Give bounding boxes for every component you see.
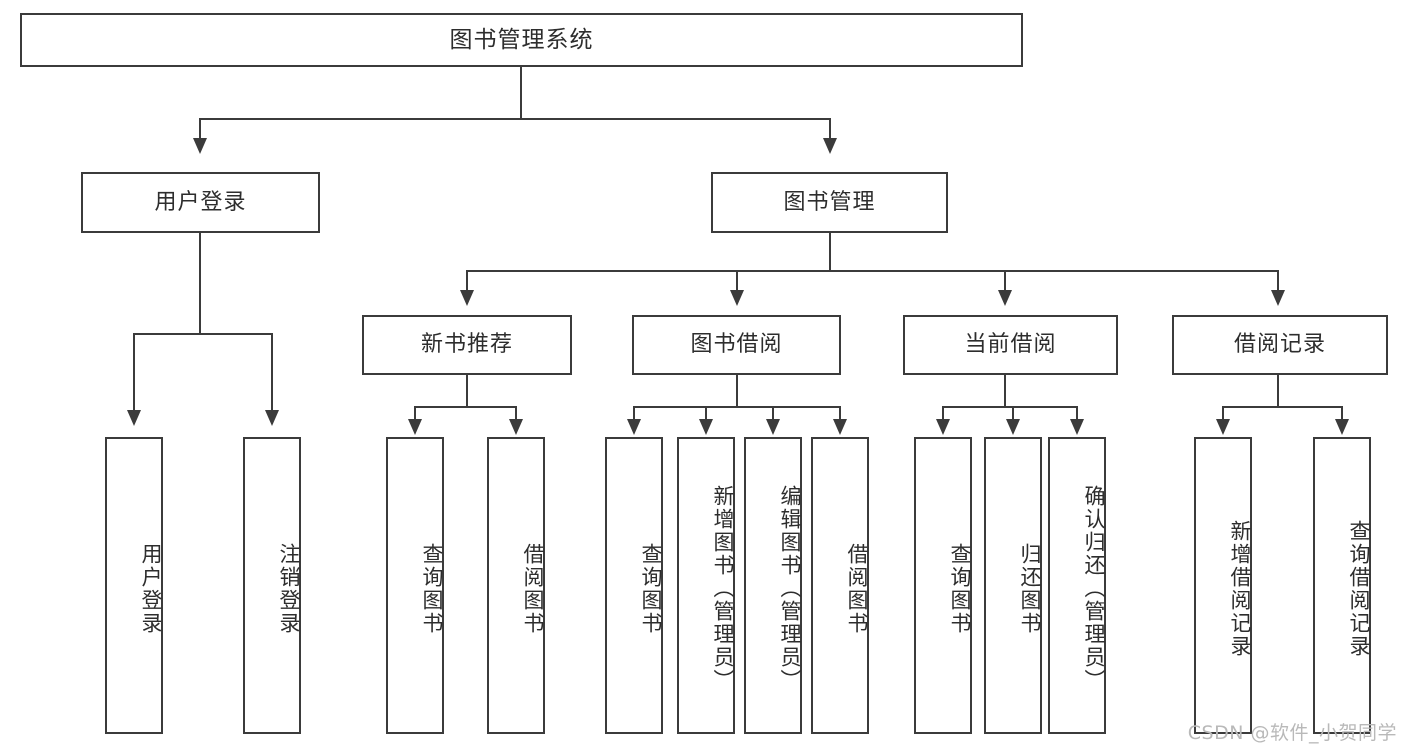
connector-user-login-bus: [134, 333, 272, 335]
node-new-book-recommend[interactable]: 新书推荐: [362, 315, 572, 375]
leaf-borrow-book-nbr[interactable]: 借阅图书: [487, 437, 545, 734]
node-label: 图书管理: [783, 189, 876, 215]
connector-cb-drop-2: [1012, 406, 1014, 420]
node-current-borrow[interactable]: 当前借阅: [903, 315, 1118, 375]
arrowhead-leaf-bb-2: [699, 419, 713, 435]
connector-bb-bus: [634, 406, 841, 408]
connector-bb-stem: [736, 375, 738, 408]
watermark-text: CSDN @软件_小贺同学: [1187, 722, 1397, 744]
connector-br-drop-1: [1222, 406, 1224, 420]
arrowhead-leaf-cb-3: [1070, 419, 1084, 435]
node-label: 借阅记录: [1233, 332, 1326, 357]
arrowhead-leaf-bb-1: [627, 419, 641, 435]
arrowhead-to-new-book-recommend: [460, 290, 474, 306]
node-label: 查询图书: [948, 542, 972, 635]
node-root-book-management-system[interactable]: 图书管理系统: [20, 13, 1023, 67]
node-label: 编辑图书（管理员）: [778, 485, 802, 692]
leaf-logout[interactable]: 注销登录: [243, 437, 301, 734]
node-label: 图书管理系统: [449, 26, 594, 53]
arrowhead-to-borrow-record: [1271, 290, 1285, 306]
connector-user-login-stem: [199, 233, 201, 334]
node-label: 用户登录: [139, 542, 163, 635]
node-label: 查询图书: [420, 542, 444, 635]
leaf-edit-book-admin[interactable]: 编辑图书（管理员）: [744, 437, 802, 734]
node-label: 借阅图书: [845, 542, 869, 635]
node-label: 注销登录: [277, 542, 301, 635]
arrowhead-leaf-bb-4: [833, 419, 847, 435]
arrowhead-leaf-cb-1: [936, 419, 950, 435]
arrowhead-leaf-nbr-2: [509, 419, 523, 435]
node-label: 当前借阅: [964, 332, 1057, 357]
leaf-borrow-book-bb[interactable]: 借阅图书: [811, 437, 869, 734]
node-label: 用户登录: [154, 189, 247, 215]
node-label: 查询图书: [639, 542, 663, 635]
leaf-add-borrow-record[interactable]: 新增借阅记录: [1194, 437, 1252, 734]
connector-bb-drop-3: [772, 406, 774, 420]
node-label: 新书推荐: [420, 332, 513, 357]
arrowhead-to-current-borrow: [998, 290, 1012, 306]
node-borrow-record[interactable]: 借阅记录: [1172, 315, 1388, 375]
connector-root-drop-left: [199, 118, 201, 140]
connector-bm-drop-3: [1004, 270, 1006, 292]
connector-nbr-bus: [415, 406, 517, 408]
connector-cb-stem: [1004, 375, 1006, 408]
arrowhead-leaf-nbr-1: [408, 419, 422, 435]
leaf-query-book-nbr[interactable]: 查询图书: [386, 437, 444, 734]
connector-root-stem: [520, 67, 522, 119]
node-book-management[interactable]: 图书管理: [711, 172, 948, 233]
leaf-user-login[interactable]: 用户登录: [105, 437, 163, 734]
node-label: 新增借阅记录: [1228, 519, 1252, 658]
arrowhead-to-book-management: [823, 138, 837, 154]
connector-cb-bus: [943, 406, 1078, 408]
connector-cb-drop-1: [942, 406, 944, 420]
node-book-borrow[interactable]: 图书借阅: [632, 315, 841, 375]
leaf-return-book[interactable]: 归还图书: [984, 437, 1042, 734]
connector-user-login-drop-2: [271, 333, 273, 412]
arrowhead-leaf-logout: [265, 410, 279, 426]
leaf-add-book-admin[interactable]: 新增图书（管理员）: [677, 437, 735, 734]
arrowhead-leaf-user-login: [127, 410, 141, 426]
arrowhead-leaf-cb-2: [1006, 419, 1020, 435]
connector-root-drop-right: [829, 118, 831, 140]
connector-book-management-stem: [829, 233, 831, 271]
node-label: 归还图书: [1018, 542, 1042, 635]
connector-bb-drop-1: [633, 406, 635, 420]
node-label: 图书借阅: [690, 332, 783, 357]
connector-nbr-stem: [466, 375, 468, 408]
node-user-login[interactable]: 用户登录: [81, 172, 320, 233]
arrowhead-leaf-br-1: [1216, 419, 1230, 435]
connector-nbr-drop-2: [515, 406, 517, 420]
node-label: 确认归还（管理员）: [1082, 485, 1106, 692]
node-label: 新增图书（管理员）: [711, 485, 735, 692]
connector-bb-drop-2: [705, 406, 707, 420]
arrowhead-to-book-borrow: [730, 290, 744, 306]
connector-bm-drop-1: [466, 270, 468, 292]
connector-br-bus: [1223, 406, 1343, 408]
node-label: 借阅图书: [521, 542, 545, 635]
leaf-query-book-cb[interactable]: 查询图书: [914, 437, 972, 734]
arrowhead-to-user-login: [193, 138, 207, 154]
connector-book-management-bus: [467, 270, 1279, 272]
leaf-query-borrow-record[interactable]: 查询借阅记录: [1313, 437, 1371, 734]
connector-root-bus: [200, 118, 831, 120]
connector-user-login-drop-1: [133, 333, 135, 412]
connector-bm-drop-4: [1277, 270, 1279, 292]
arrowhead-leaf-bb-3: [766, 419, 780, 435]
connector-br-drop-2: [1341, 406, 1343, 420]
arrowhead-leaf-br-2: [1335, 419, 1349, 435]
connector-cb-drop-3: [1076, 406, 1078, 420]
connector-bb-drop-4: [839, 406, 841, 420]
leaf-query-book-bb[interactable]: 查询图书: [605, 437, 663, 734]
connector-bm-drop-2: [736, 270, 738, 292]
connector-nbr-drop-1: [414, 406, 416, 420]
leaf-confirm-return-admin[interactable]: 确认归还（管理员）: [1048, 437, 1106, 734]
node-label: 查询借阅记录: [1347, 519, 1371, 658]
connector-br-stem: [1277, 375, 1279, 408]
